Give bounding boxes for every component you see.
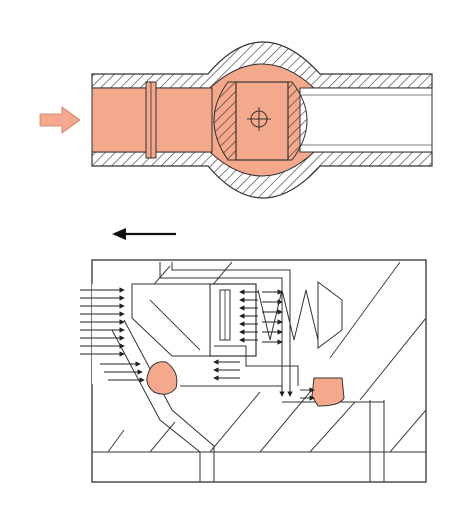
- crosshair-circle-icon: [247, 107, 271, 131]
- upper-channel: [159, 262, 283, 392]
- right-arrow-icon: [39, 106, 81, 134]
- inner-body: [131, 283, 211, 357]
- housing-diagonals: [107, 261, 427, 453]
- ball-valve-section: [39, 41, 433, 199]
- ball-left-hatch: [213, 81, 237, 161]
- right-ball: [311, 377, 345, 407]
- piston-block: [209, 283, 257, 357]
- left-ball: [146, 361, 178, 395]
- ball-right-hatch: [285, 81, 308, 161]
- ball-core: [235, 81, 289, 161]
- bottom-schematic: [80, 228, 427, 483]
- lower-channel: [111, 329, 201, 482]
- pressure-arrows-piston: [213, 289, 315, 401]
- outlet-bore: [299, 87, 433, 153]
- pressure-arrows-left: [80, 287, 145, 383]
- left-arrow-icon: [112, 228, 176, 240]
